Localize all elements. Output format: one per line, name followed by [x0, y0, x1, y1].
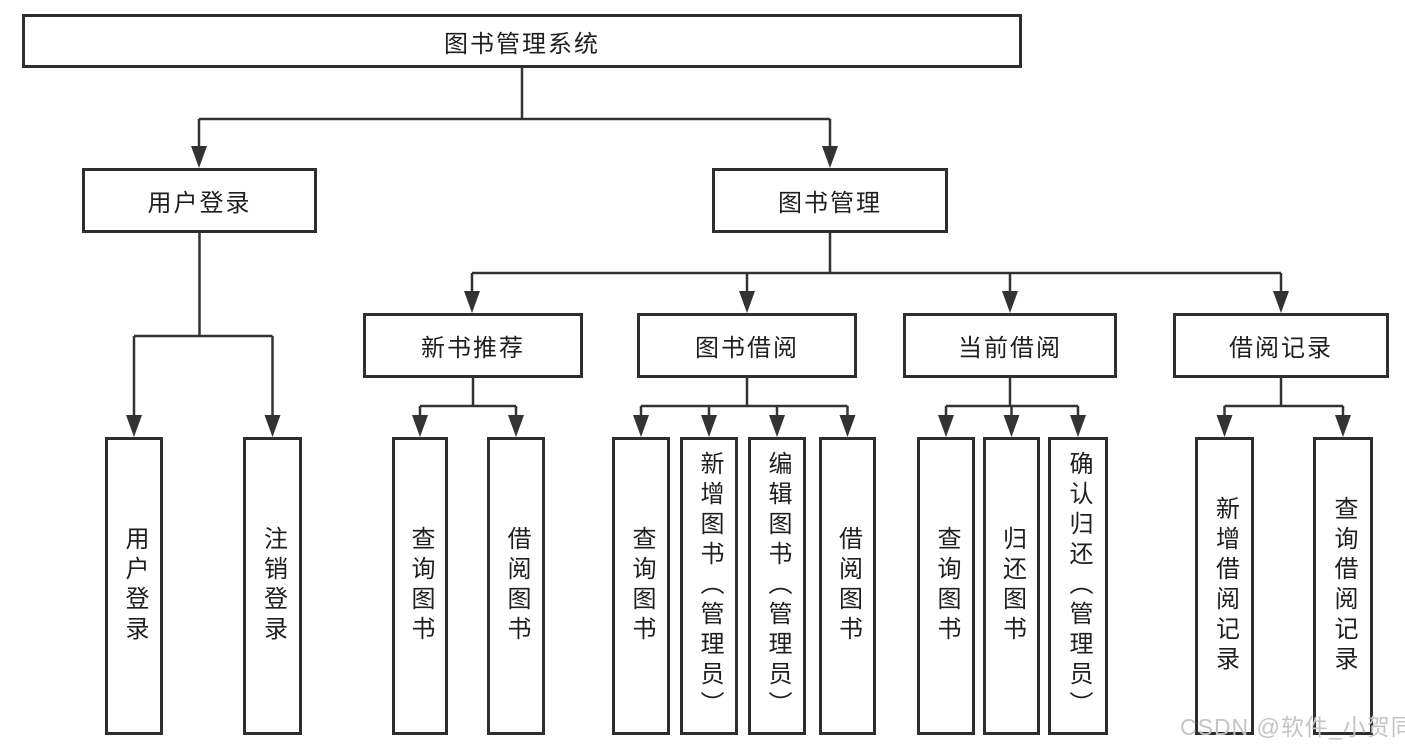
arrowhead	[1003, 415, 1020, 437]
arrowhead	[633, 415, 649, 437]
node-book-borrowing: 图书借阅	[637, 313, 857, 378]
node-label: 查询图书	[628, 526, 655, 646]
node-label: 借阅记录	[1229, 335, 1333, 362]
node-label: 新增借阅记录	[1211, 496, 1239, 676]
node-label: 图书管理	[778, 190, 882, 217]
arrowhead	[701, 415, 717, 437]
node-user-login: 用户登录	[82, 168, 317, 233]
node-label: 查询借阅记录	[1330, 496, 1357, 676]
leaf-query-borrow-record: 查询借阅记录	[1313, 437, 1373, 735]
arrowhead	[264, 415, 281, 437]
leaf-edit-books-admin: 编辑图书（管理员）	[748, 437, 806, 735]
connector-book-borrowing-children	[639, 378, 849, 421]
leaf-add-books-admin: 新增图书（管理员）	[680, 437, 738, 735]
node-label: 查询图书	[407, 526, 434, 646]
arrowhead	[126, 415, 142, 437]
leaf-logout: 注销登录	[243, 437, 302, 735]
connector-root-to-level2	[197, 68, 832, 150]
node-label: 查询图书	[933, 526, 960, 646]
leaf-borrow-books: 借阅图书	[487, 437, 545, 735]
arrowhead	[1070, 415, 1086, 437]
leaf-query-books: 查询图书	[917, 437, 975, 735]
arrowhead	[508, 415, 524, 437]
node-label: 确认归还（管理员）	[1065, 451, 1092, 721]
csdn-watermark: CSDN @软件_小贺同学	[1180, 714, 1405, 740]
arrowhead	[191, 146, 207, 168]
node-label: 新增图书（管理员）	[696, 451, 723, 721]
node-label: 编辑图书（管理员）	[764, 451, 791, 721]
leaf-borrow-books: 借阅图书	[819, 437, 876, 735]
node-current-borrowing: 当前借阅	[903, 313, 1117, 378]
arrowhead	[1002, 291, 1018, 313]
node-label: 借阅图书	[503, 526, 530, 646]
node-library-system: 图书管理系统	[22, 14, 1022, 68]
arrowhead	[1216, 415, 1233, 437]
node-label: 用户登录	[121, 526, 148, 646]
node-book-management: 图书管理	[712, 168, 948, 233]
node-new-book-recommend: 新书推荐	[363, 313, 583, 378]
arrowhead	[1273, 291, 1289, 313]
node-label: 归还图书	[998, 526, 1026, 646]
connector-book-management-children	[470, 233, 1283, 297]
node-label: 借阅图书	[834, 526, 862, 646]
node-label: 新书推荐	[421, 335, 525, 362]
arrowhead	[739, 291, 755, 313]
connector-borrowing-records-children	[1223, 378, 1345, 421]
arrowhead	[412, 415, 428, 437]
arrowhead	[822, 146, 838, 168]
connector-user-login-children	[132, 233, 274, 421]
node-label: 用户登录	[147, 190, 252, 217]
leaf-user-login: 用户登录	[105, 437, 163, 735]
arrowhead	[464, 291, 480, 313]
node-label: 注销登录	[259, 526, 287, 646]
connector-current-borrowing-children	[944, 378, 1080, 421]
arrowhead	[769, 415, 785, 437]
arrowhead	[938, 415, 954, 437]
arrowheads	[126, 146, 1351, 437]
leaf-confirm-return-admin: 确认归还（管理员）	[1048, 437, 1108, 735]
connector-new-book-recommend-children	[418, 378, 518, 421]
node-label: 图书借阅	[695, 335, 799, 362]
node-label: 当前借阅	[958, 335, 1062, 362]
leaf-add-borrow-record: 新增借阅记录	[1195, 437, 1254, 735]
node-label: 图书管理系统	[444, 30, 600, 58]
node-borrowing-records: 借阅记录	[1173, 313, 1389, 378]
arrowhead	[839, 415, 856, 437]
leaf-query-books: 查询图书	[612, 437, 670, 735]
leaf-query-books: 查询图书	[392, 437, 448, 735]
arrowhead	[1335, 415, 1351, 437]
leaf-return-books: 归还图书	[983, 437, 1040, 735]
